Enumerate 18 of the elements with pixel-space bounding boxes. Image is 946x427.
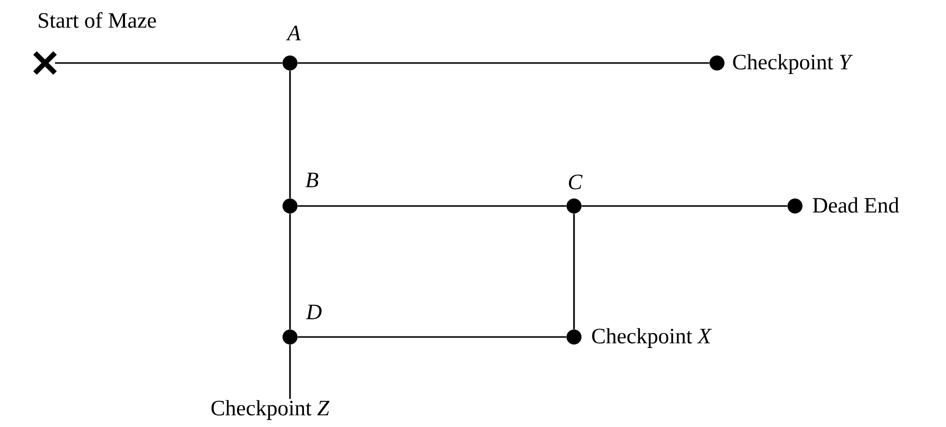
point-label: Checkpoint Y [733,54,853,74]
path-line [298,62,710,64]
point-label: Checkpoint X [592,328,712,348]
path-line [55,62,282,64]
start-label: Start of Maze [38,12,156,28]
path-line [289,70,291,198]
checkpoint-label: Checkpoint Z [211,400,330,420]
path-line [298,205,566,207]
point-letter: B [306,172,318,188]
path-line [573,214,575,330]
point-letter: C [568,174,583,190]
path-line [289,344,291,399]
path-line [298,336,566,338]
path-line [289,214,291,330]
path-line [582,205,788,207]
point-letter: D [306,304,322,320]
point-label: Dead End [812,197,899,213]
point-letter: A [286,26,301,40]
